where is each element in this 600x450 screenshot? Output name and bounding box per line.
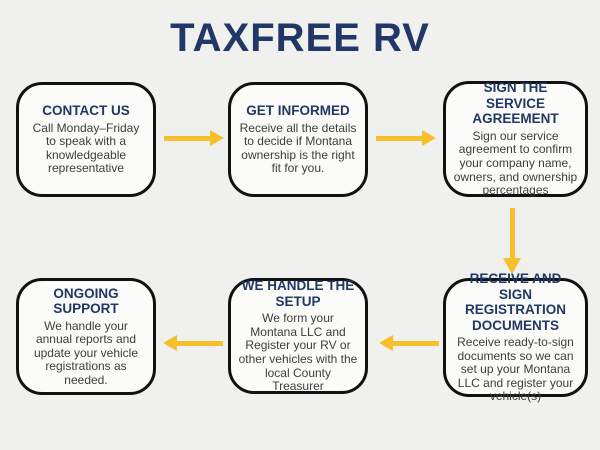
step-title: WE HANDLE THE SETUP (241, 278, 355, 309)
arrow-head (503, 258, 521, 274)
step-description: Receive ready-to-sign documents so we ca… (457, 335, 574, 404)
step-title: ONGOING SUPPORT (53, 285, 119, 317)
step-box-sign-service-agreement: SIGN THE SERVICE AGREEMENT Sign our serv… (443, 80, 588, 198)
step-description: Sign our service agreement to confirm yo… (453, 128, 578, 198)
step-description: We handle your annual reports and update… (33, 318, 139, 387)
arrow-shaft (376, 136, 422, 141)
arrow-left-icon (163, 335, 223, 352)
step-title: RECEIVE AND SIGN REGISTRATION DOCUMENTS (465, 271, 566, 333)
arrow-head (163, 335, 177, 351)
step-box-receive-sign-registration-documents: RECEIVE AND SIGN REGISTRATION DOCUMENTS … (443, 271, 588, 403)
step-description: We form your Montana LLC and Register yo… (238, 311, 358, 394)
page-title: TAXFREE RV (170, 16, 430, 60)
step-box-we-handle-the-setup: WE HANDLE THE SETUP We form your Montana… (228, 278, 368, 394)
arrow-right-icon (164, 130, 224, 147)
step-title: CONTACT US (42, 103, 130, 119)
step-box-get-informed: GET INFORMED Receive all the details to … (228, 82, 368, 197)
arrow-right-icon (376, 130, 436, 147)
step-description: Receive all the details to decide if Mon… (239, 120, 357, 176)
arrow-left-icon (379, 335, 439, 352)
arrow-head (422, 130, 436, 146)
arrow-shaft (510, 208, 515, 258)
step-title: GET INFORMED (246, 103, 350, 119)
arrow-head (379, 335, 393, 351)
step-box-contact-us: CONTACT US Call Monday–Friday to speak w… (16, 82, 156, 197)
arrow-shaft (177, 341, 223, 346)
step-description: Call Monday–Friday to speak with a knowl… (32, 120, 140, 176)
step-title: SIGN THE SERVICE AGREEMENT (472, 80, 559, 127)
arrow-head (210, 130, 224, 146)
arrow-shaft (393, 341, 439, 346)
arrow-down-icon (503, 208, 522, 274)
arrow-shaft (164, 136, 210, 141)
step-box-ongoing-support: ONGOING SUPPORT We handle your annual re… (16, 278, 156, 395)
